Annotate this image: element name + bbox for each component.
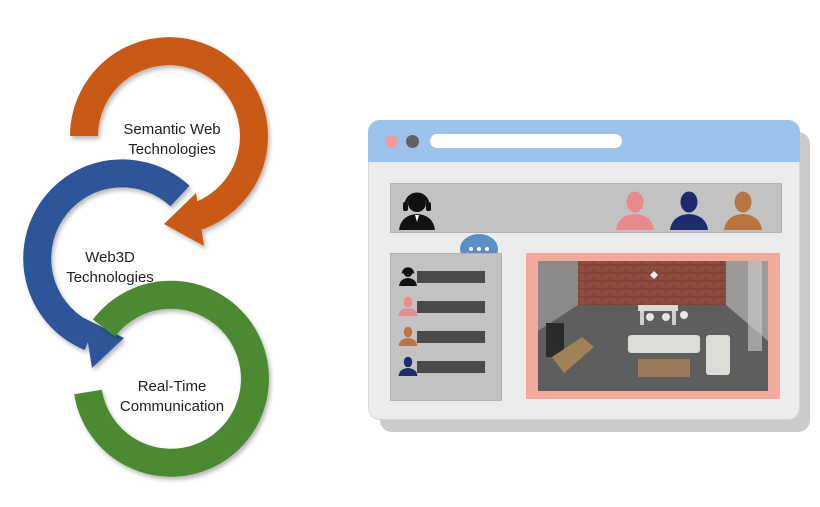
browser-titlebar	[368, 120, 800, 162]
minimize-dot[interactable]	[406, 135, 419, 148]
headset-user-small-icon	[399, 267, 417, 286]
web3d-label-line-1: Web3D	[85, 249, 135, 266]
semantic-web-arc-band	[70, 37, 268, 232]
user-pink-small-icon	[398, 296, 418, 316]
address-bar[interactable]	[430, 134, 622, 148]
list-item-bar	[417, 361, 485, 373]
close-dot[interactable]	[385, 135, 398, 148]
user-navy-small-icon	[398, 356, 418, 376]
user-navy-icon	[670, 191, 708, 230]
semantic-web-arrow-head	[164, 193, 204, 246]
real-time-arc	[74, 280, 269, 477]
real-time-label-line-2: Communication	[120, 398, 224, 415]
real-time-arc-band	[74, 280, 269, 477]
semantic-web-arc	[70, 37, 268, 246]
semantic-web-label-line-2: Technologies	[128, 141, 216, 158]
virtual-room-scene-icon[interactable]	[538, 261, 768, 391]
web3d-arc	[23, 159, 190, 368]
browser-window	[368, 120, 800, 420]
user-brown-small-icon	[398, 326, 418, 346]
headset-user-icon	[399, 192, 435, 230]
list-item-bar	[417, 331, 485, 343]
list-item-bar	[417, 301, 485, 313]
user-brown-icon	[724, 191, 762, 230]
technology-cycle-diagram: Semantic Web Technologies Web3D Technolo…	[23, 37, 269, 477]
semantic-web-label-line-1: Semantic Web	[123, 121, 220, 138]
web3d-arrow-head	[84, 318, 124, 368]
virtual-room-frame	[526, 253, 780, 399]
participants-bar	[390, 183, 782, 233]
list-item-bar	[417, 271, 485, 283]
real-time-label-line-1: Real-Time	[138, 378, 207, 395]
participant-list-panel	[390, 253, 502, 401]
web3d-arc-band	[23, 159, 190, 350]
web3d-label-line-2: Technologies	[66, 269, 154, 286]
user-pink-icon	[616, 191, 654, 230]
